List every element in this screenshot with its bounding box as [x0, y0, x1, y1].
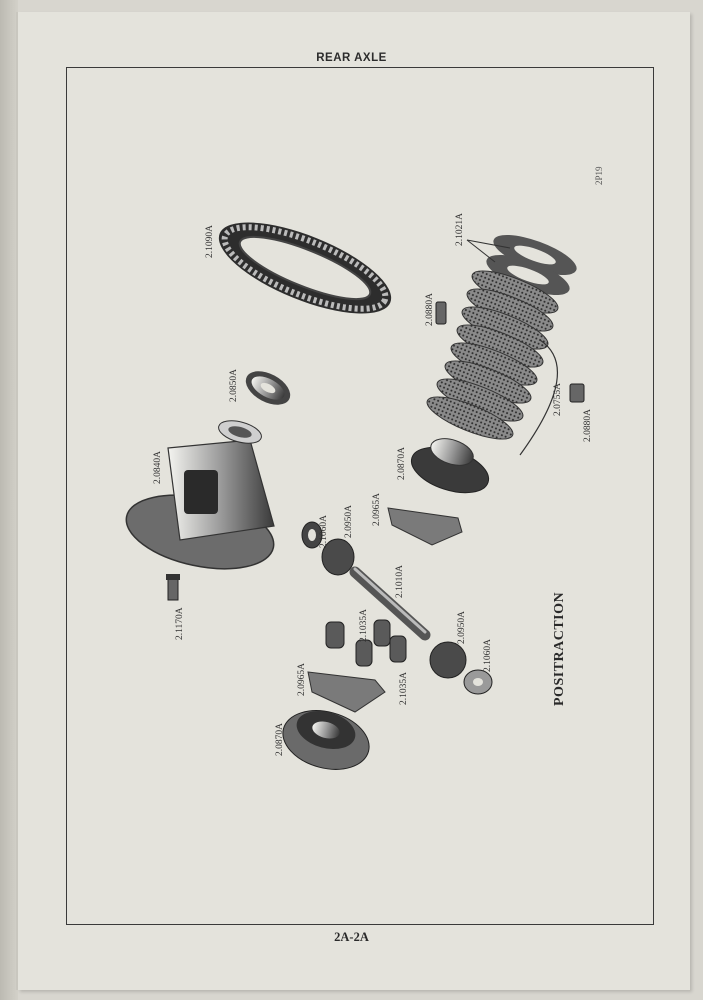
figure-code: 2P19: [594, 166, 604, 185]
label-shim-right: 2.0880A: [583, 409, 593, 442]
shim-right: [569, 383, 585, 403]
spring-guide-upper: [387, 507, 463, 546]
label-retainer: 2.0755A: [553, 383, 563, 416]
label-washer-right: 2.1060A: [483, 639, 493, 672]
spring-guide-lower: [307, 671, 386, 713]
bolt: [166, 574, 180, 601]
label-case: 2.0840A: [153, 451, 163, 484]
shim-top: [435, 301, 447, 325]
pinion-right: [429, 641, 467, 679]
label-bearing: 2.0850A: [229, 369, 239, 402]
pinion-shaft: [349, 566, 431, 641]
page-number: 2A-2A: [334, 930, 369, 944]
label-clutch-plates: 2.1021A: [455, 213, 465, 246]
label-guide-lower: 2.0965A: [297, 663, 307, 696]
label-shaft: 2.1010A: [395, 565, 405, 598]
figure-frame: [66, 67, 654, 925]
page-title: REAR AXLE: [316, 52, 387, 64]
label-side-gear-upper: 2.0870A: [397, 447, 407, 480]
label-shim-top: 2.0880A: [425, 293, 435, 326]
differential-case: [125, 420, 275, 570]
label-springs-lower: 2.1035A: [399, 672, 409, 705]
ring-gear: [218, 222, 392, 314]
label-ring-gear: 2.1090A: [205, 225, 215, 258]
label-thrust-washer: 2.1060A: [319, 515, 329, 548]
label-pinion: 2.0950A: [344, 505, 354, 538]
label-springs-upper: 2.1035A: [359, 609, 369, 642]
label-guide-upper: 2.0965A: [372, 493, 382, 526]
side-gear-lower: [282, 710, 370, 770]
springs: [325, 619, 407, 667]
bearing: [245, 371, 291, 405]
page-binding: [0, 0, 18, 1000]
pinion-left: [321, 538, 355, 576]
manual-page: [18, 12, 690, 990]
figure-title: POSITRACTION: [552, 592, 567, 706]
label-side-gear-lower: 2.0870A: [275, 723, 285, 756]
label-pinion-right: 2.0950A: [457, 611, 467, 644]
side-gear-upper: [410, 438, 490, 494]
part-labels: 2.1090A 2.1021A 2.0880A 2.0850A 2.0840A …: [153, 213, 593, 756]
label-bolt: 2.1170A: [175, 607, 185, 640]
clutch-plate-stack: [426, 235, 577, 456]
